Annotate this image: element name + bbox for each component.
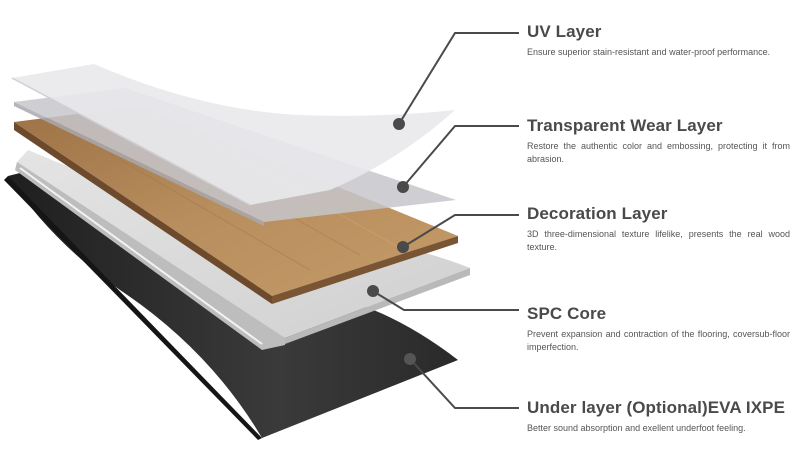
layer-description: 3D three-dimensional texture lifelike, p… (527, 229, 790, 252)
leader-line-under (409, 358, 519, 409)
layer-label-under: Under layer (Optional)EVA IXPE Better so… (527, 398, 790, 435)
layer-title: Transparent Wear Layer (527, 116, 723, 135)
layer-description: Ensure superior stain-resistant and wate… (527, 47, 771, 57)
marker-dot-uv (393, 118, 405, 130)
leader-line-wear (402, 125, 519, 188)
marker-dot-wear (397, 181, 409, 193)
layer-label-uv: UV Layer Ensure superior stain-resistant… (527, 22, 790, 59)
layer-description: Restore the authentic color and embossin… (527, 141, 790, 164)
layer-label-decoration: Decoration Layer 3D three-dimensional te… (527, 204, 790, 254)
leader-line-spc (372, 290, 519, 311)
marker-dot-spc (367, 285, 379, 297)
layer-title: Under layer (Optional)EVA IXPE (527, 398, 786, 417)
layer-title: SPC Core (527, 304, 607, 323)
layer-title: UV Layer (527, 22, 602, 41)
layer-label-wear: Transparent Wear Layer Restore the authe… (527, 116, 790, 166)
leader-line-uv (398, 32, 519, 125)
layer-label-spc: SPC Core Prevent expansion and contracti… (527, 304, 790, 354)
layer-description: Prevent expansion and contraction of the… (527, 329, 790, 352)
leader-lines (372, 32, 519, 409)
leader-line-decoration (402, 214, 519, 248)
uv-layer-shape (11, 64, 455, 206)
marker-dots (367, 118, 416, 365)
layer-title: Decoration Layer (527, 204, 668, 223)
marker-dot-under (404, 353, 416, 365)
layer-description: Better sound absorption and exellent und… (527, 423, 746, 433)
marker-dot-decoration (397, 241, 409, 253)
